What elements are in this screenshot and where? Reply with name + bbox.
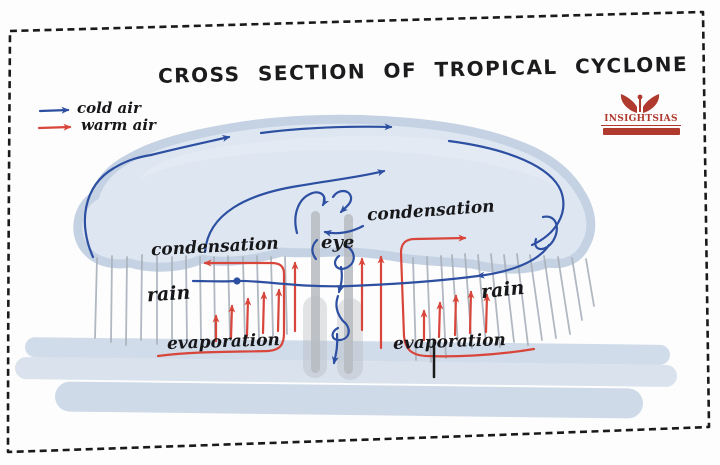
- inflow-dot: [233, 277, 241, 285]
- legend-warm-air-label: warm air: [81, 116, 156, 134]
- warm-air-flow-paths: [37, 123, 536, 358]
- evaporation-right-label: evaporation: [392, 330, 507, 354]
- eye-pillar-left: [311, 211, 320, 373]
- insightsias-logo-icon: [620, 94, 660, 113]
- rain-left-label: rain: [146, 281, 192, 307]
- outer-spiral-right-arc: [447, 139, 565, 247]
- sea-band: [55, 381, 643, 419]
- legend-cold-air-arrow-icon: [38, 106, 70, 114]
- eye-top-curl: [331, 189, 353, 214]
- insightsias-logo-text: INSIGHTSIAS: [601, 114, 681, 126]
- warm-air-circuit-left: [156, 259, 286, 358]
- cloud-highlight: [140, 135, 560, 190]
- legend-cold-air-label: cold air: [77, 99, 141, 117]
- inner-spiral-arm: [203, 169, 386, 254]
- legend-warm-air-arrow-icon: [37, 123, 72, 131]
- top-outflow-arrow: [149, 135, 231, 157]
- eye-top-curl: [294, 191, 330, 235]
- surface-inflow-line: [191, 274, 480, 288]
- eye-pillar-right: [344, 214, 353, 374]
- rain-streaks-left: [94, 254, 288, 346]
- eye-downdraft-path: [331, 332, 339, 365]
- rain-right-label: rain: [479, 276, 526, 304]
- eye-downdraft-path: [333, 243, 355, 270]
- eye-label: eye: [321, 232, 355, 253]
- cold-air-flow-paths: [38, 106, 565, 365]
- eye-spiral-hook: [311, 238, 319, 261]
- left-rising-outflow: [83, 153, 153, 259]
- warm-air-circuit-right: [399, 234, 536, 358]
- right-inflow-arrow: [476, 243, 551, 279]
- dashed-border: [6, 10, 711, 454]
- insightsias-logo-bar: [603, 128, 680, 135]
- eye-downdraft-path: [331, 294, 350, 342]
- eye-downdraft-path: [337, 265, 345, 294]
- evaporation-left-label: evaporation: [166, 330, 281, 354]
- eye-entry-arrow: [323, 224, 365, 237]
- top-outflow-arrow: [259, 123, 393, 135]
- rain-streaks-right: [412, 253, 595, 363]
- right-inflow-loop: [534, 215, 558, 251]
